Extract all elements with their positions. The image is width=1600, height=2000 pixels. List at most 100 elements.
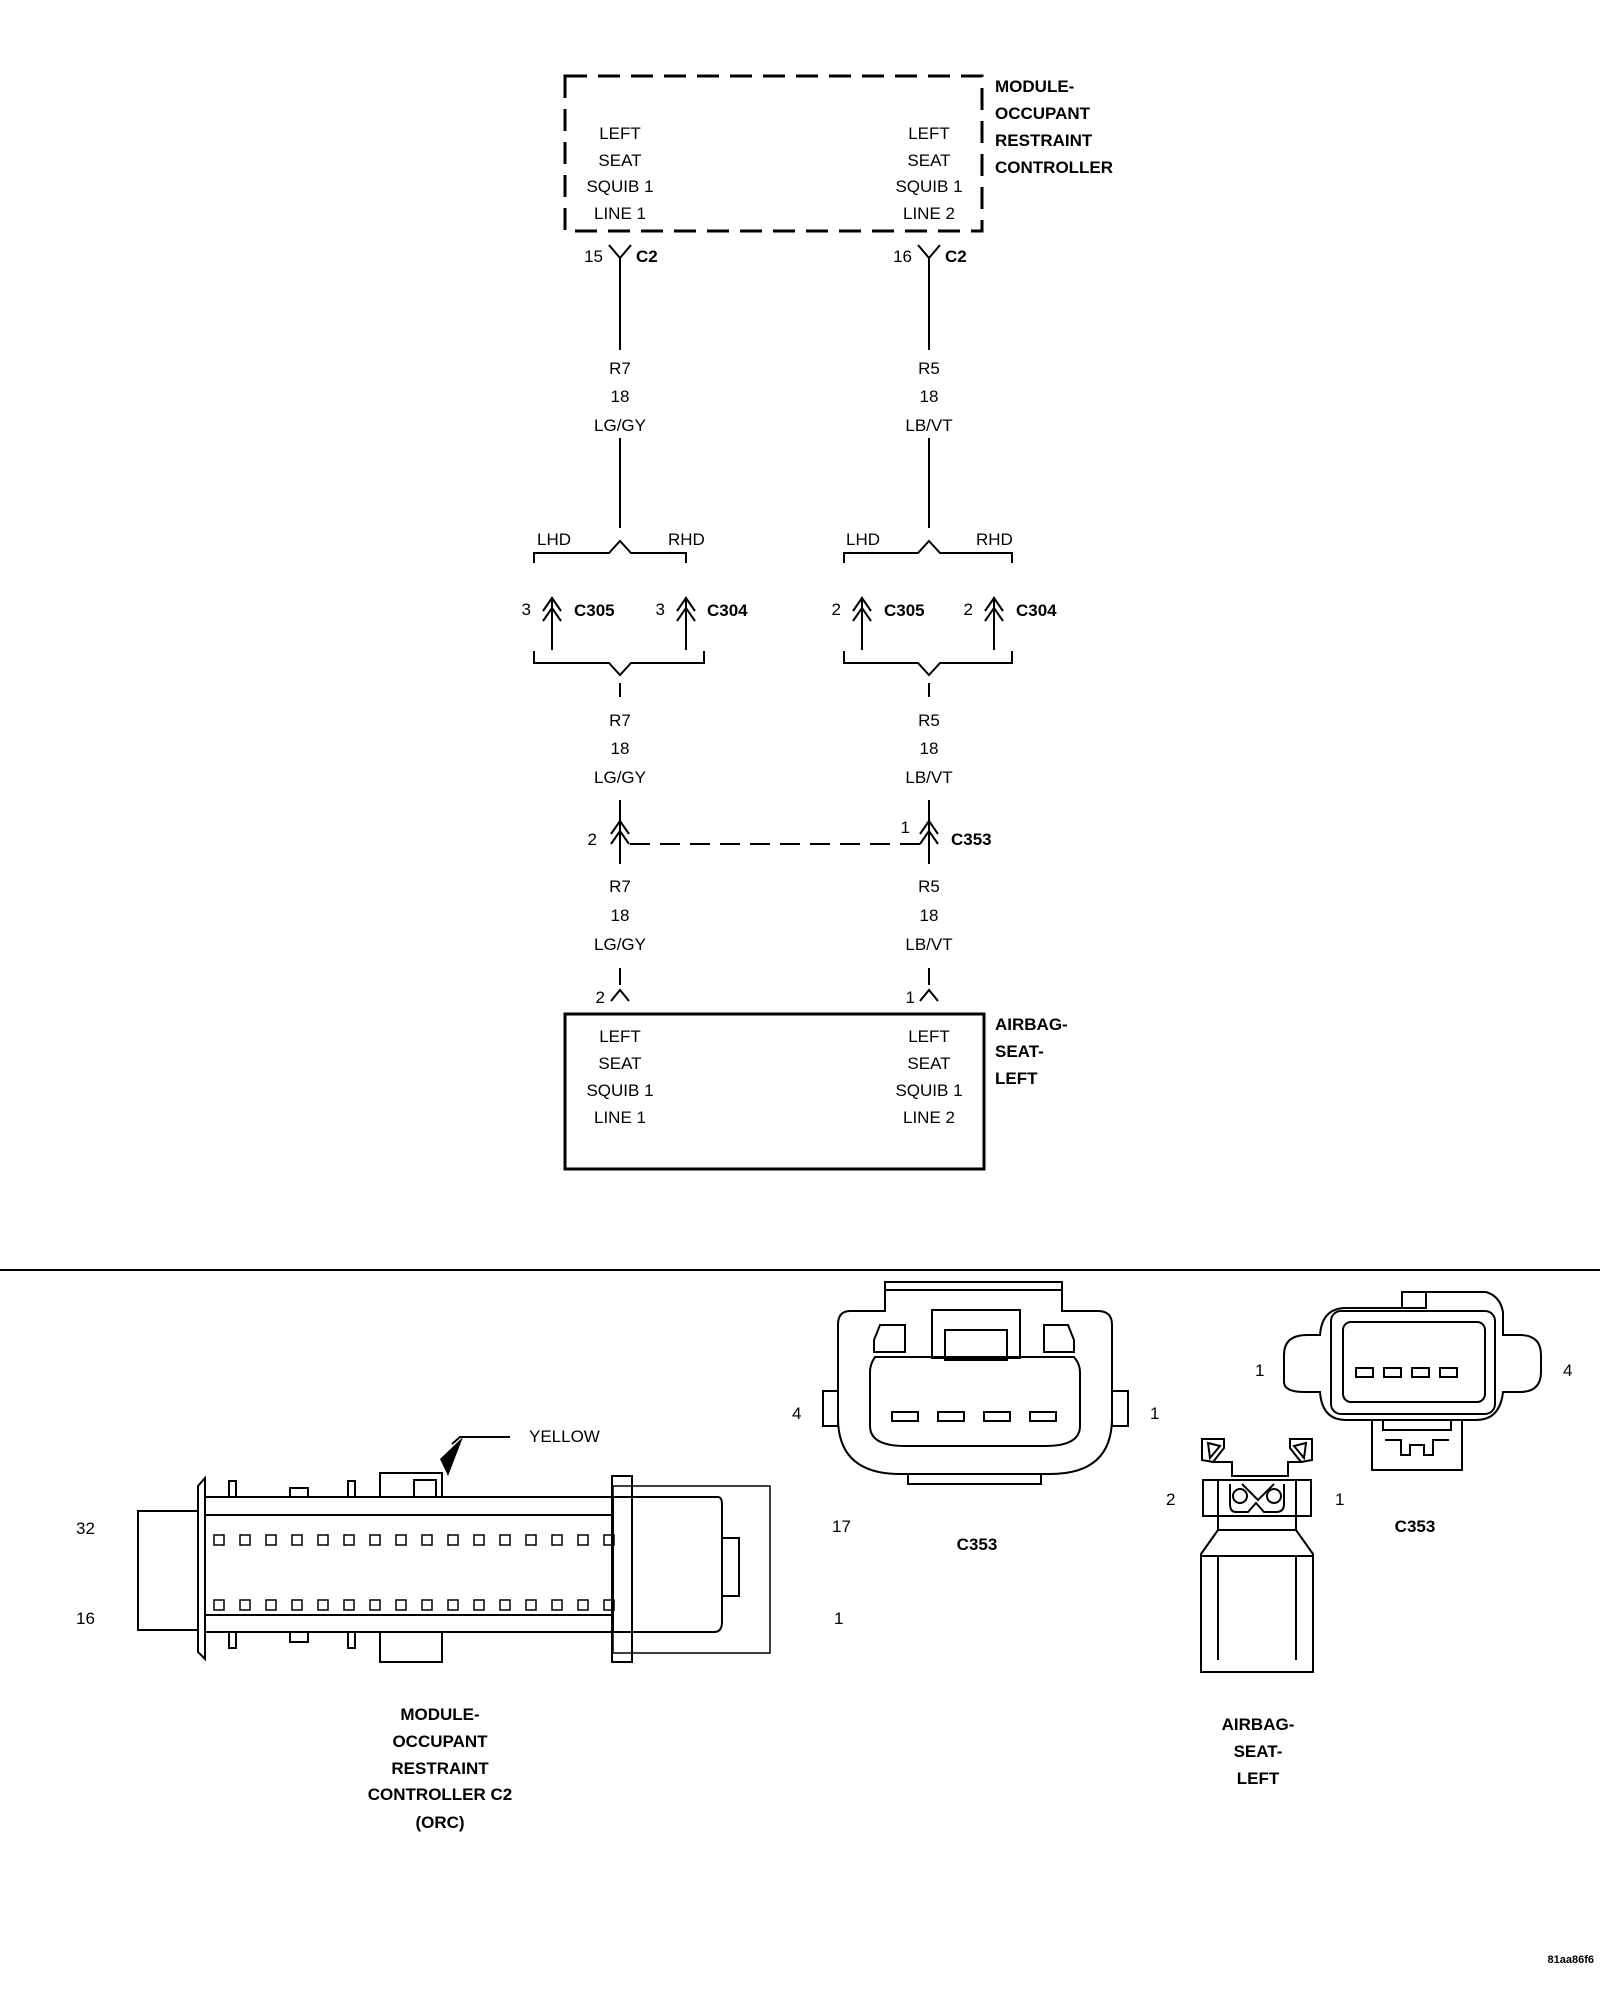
orc-caption-3: RESTRAINT [391, 1759, 489, 1778]
wire-code: R7 [609, 877, 631, 896]
wire-gauge: 18 [611, 739, 630, 758]
orc-left-line-2: SEAT [598, 151, 641, 170]
orc-pin-cavity [525, 1599, 537, 1611]
orc-pin-cavity [473, 1534, 485, 1546]
orc-pin-cavity [447, 1599, 459, 1611]
airbag-view-caption-3: LEFT [1237, 1769, 1280, 1788]
wire-code: R5 [918, 711, 940, 730]
airbag-view-caption-2: SEAT- [1234, 1742, 1283, 1761]
wire-gauge: 18 [920, 739, 939, 758]
wire-gauge: 18 [920, 387, 939, 406]
wire-code: R5 [918, 359, 940, 378]
figure-id: 81aa86f6 [1548, 1954, 1595, 1966]
wire-gauge: 18 [920, 906, 939, 925]
orc-pin-cavity [213, 1599, 225, 1611]
orc-left-line-1: LEFT [599, 124, 641, 143]
orc-pin-cavity [473, 1599, 485, 1611]
orc-pin-cavity [603, 1534, 615, 1546]
wire-label-right-3: R5 18 LB/VT [905, 877, 952, 954]
orc-name-line-3: RESTRAINT [995, 131, 1093, 150]
orc-caption-4: CONTROLLER C2 [368, 1785, 513, 1804]
orc-name-line-2: OCCUPANT [995, 104, 1091, 123]
c2-right-label: C2 [945, 247, 967, 266]
orc-pin-cavity [343, 1534, 355, 1546]
orc-pin-cavity [603, 1599, 615, 1611]
branch-right-c304-pin: 2 [964, 600, 973, 619]
orc-c2-connector-view: YELLOW 32 16 17 1 MODULE- OCCUPANT RESTR… [76, 1427, 851, 1832]
orc-right-line-3: SQUIB 1 [895, 177, 962, 196]
airbag-left-line-4: LINE 1 [594, 1108, 646, 1127]
c353-right-connector-view: 1 4 C353 [1255, 1291, 1572, 1536]
orc-color-label: YELLOW [529, 1427, 600, 1446]
orc-pin-cavity [265, 1599, 277, 1611]
wire-lines [619, 258, 930, 985]
branch-right: LHD RHD 2 C305 2 C304 [832, 530, 1057, 677]
orc-caption-1: MODULE- [400, 1705, 479, 1724]
airbag-right-line-2: SEAT [907, 1054, 950, 1073]
orc-right-line-1: LEFT [908, 124, 950, 143]
orc-pin-cavity [369, 1534, 381, 1546]
orc-right-line-4: LINE 2 [903, 204, 955, 223]
airbag-right-pin: 1 [906, 988, 915, 1007]
orc-pin-16: 16 [76, 1609, 95, 1628]
orc-pin-cavity [551, 1599, 563, 1611]
branch-right-c305-pin: 2 [832, 600, 841, 619]
branch-right-c304-label: C304 [1016, 601, 1057, 620]
wire-label-left-3: R7 18 LG/GY [594, 877, 646, 954]
wire-color: LB/VT [905, 935, 952, 954]
orc-left-line-3: SQUIB 1 [586, 177, 653, 196]
orc-pin-cavity [421, 1534, 433, 1546]
branch-left-rhd: RHD [668, 530, 705, 549]
orc-pin-cavity [213, 1534, 225, 1546]
orc-pin-cavity [369, 1599, 381, 1611]
orc-caption-2: OCCUPANT [392, 1732, 488, 1751]
branch-left-c304-pin: 3 [656, 600, 665, 619]
c353-right-pin-1: 1 [1255, 1361, 1264, 1380]
c353-mid-connector-view: 4 1 C353 [792, 1281, 1159, 1554]
airbag-left-line-3: SQUIB 1 [586, 1081, 653, 1100]
orc-pin-cavity [525, 1534, 537, 1546]
branch-left-lhd: LHD [537, 530, 571, 549]
c353-mid-pin-1: 1 [1150, 1404, 1159, 1423]
wire-color: LG/GY [594, 416, 646, 435]
orc-pin-cavity [577, 1599, 589, 1611]
airbag-view-caption-1: AIRBAG- [1222, 1715, 1295, 1734]
orc-pin-cavity [395, 1534, 407, 1546]
airbag-right-line-4: LINE 2 [903, 1108, 955, 1127]
wire-code: R5 [918, 877, 940, 896]
wire-color: LB/VT [905, 416, 952, 435]
airbag-block: 2 1 LEFT SEAT SQUIB 1 LINE 1 LEFT SEAT S… [563, 988, 1068, 1171]
c353-right-pin: 1 [901, 818, 910, 837]
orc-left-line-4: LINE 1 [594, 204, 646, 223]
airbag-view-pin-1: 1 [1335, 1490, 1344, 1509]
airbag-right-line-3: SQUIB 1 [895, 1081, 962, 1100]
orc-module-block: LEFT SEAT SQUIB 1 LINE 1 LEFT SEAT SQUIB… [563, 74, 1113, 233]
c353-mid-caption: C353 [957, 1535, 998, 1554]
orc-pin-cavity [395, 1599, 407, 1611]
wire-gauge: 18 [611, 906, 630, 925]
wire-label-right-1: R5 18 LB/VT [905, 359, 952, 435]
airbag-view-pin-2: 2 [1166, 1490, 1175, 1509]
orc-pin-cavity [343, 1599, 355, 1611]
wire-code: R7 [609, 359, 631, 378]
branch-right-lhd: LHD [846, 530, 880, 549]
branch-left-c305-pin: 3 [522, 600, 531, 619]
airbag-left-pin: 2 [596, 988, 605, 1007]
orc-pin-cavity [499, 1599, 511, 1611]
orc-right-line-2: SEAT [907, 151, 950, 170]
branch-right-c305-label: C305 [884, 601, 925, 620]
wire-label-left-2: R7 18 LG/GY [594, 711, 646, 787]
airbag-left-line-1: LEFT [599, 1027, 641, 1046]
airbag-connector-view: 2 1 AIRBAG- SEAT- LEFT [1166, 1438, 1344, 1788]
c353-inline-connector: 2 1 C353 [588, 800, 992, 864]
c353-right-caption: C353 [1395, 1517, 1436, 1536]
orc-caption-5: (ORC) [415, 1813, 464, 1832]
c2-left-label: C2 [636, 247, 658, 266]
orc-pin-cavity [421, 1599, 433, 1611]
orc-pin-cavity [499, 1534, 511, 1546]
c353-right-pin-4: 4 [1563, 1361, 1572, 1380]
wire-color: LB/VT [905, 768, 952, 787]
wire-gauge: 18 [611, 387, 630, 406]
wire-label-left-1: R7 18 LG/GY [594, 359, 646, 435]
